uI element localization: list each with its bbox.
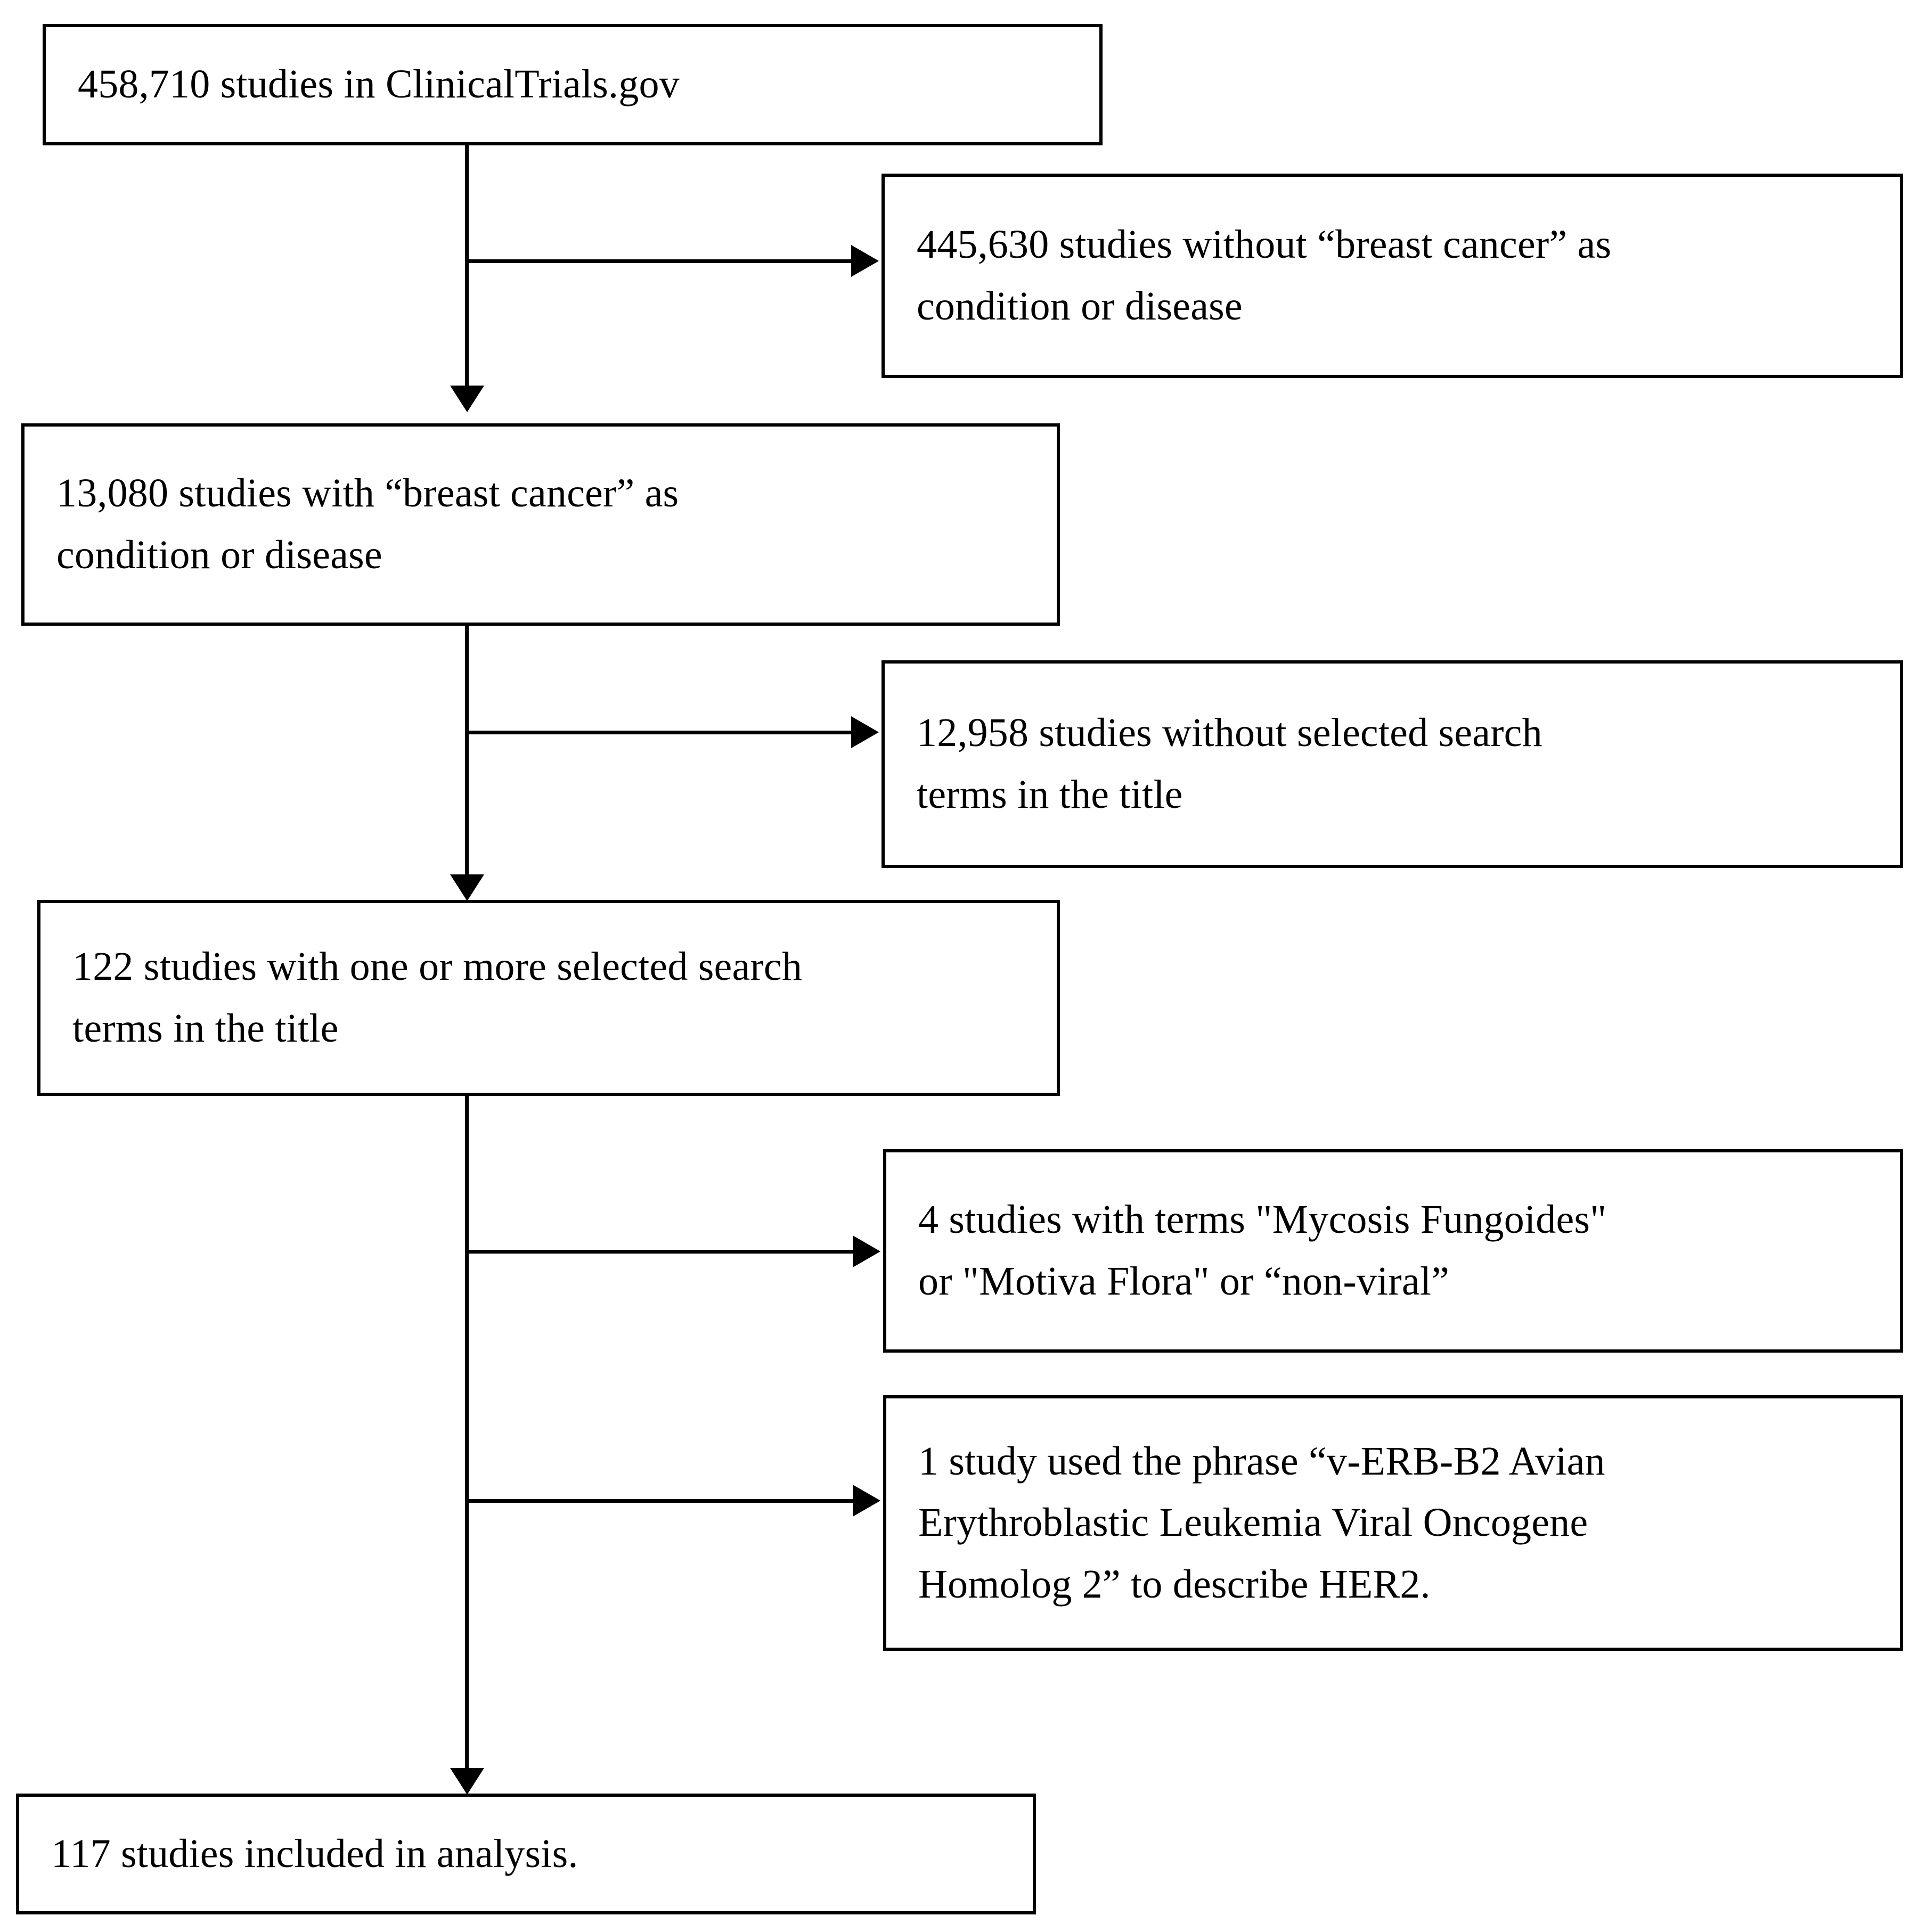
node-total-studies-line-1: 458,710 studies in ClinicalTrials.gov (78, 62, 680, 107)
node-with-search-terms-line-1: 122 studies with one or more selected se… (72, 944, 803, 989)
node-excluded-no-breast-cancer: 445,630 studies without “breast cancer” … (882, 174, 1903, 378)
connector-n5-to-n6-line (465, 1250, 853, 1254)
node-excluded-other-terms-line-2: or "Motiva Flora" or “non-viral” (918, 1259, 1450, 1304)
node-excluded-other-terms: 4 studies with terms "Mycosis Fungoides"… (883, 1149, 1903, 1353)
node-excluded-no-search-terms-line-1: 12,958 studies without selected search (917, 710, 1542, 756)
node-excluded-her2-phrase-line-1: 1 study used the phrase “v-ERB-B2 Avian (918, 1438, 1605, 1484)
connector-n5-spine (465, 1096, 469, 1768)
node-with-breast-cancer-line-2: condition or disease (56, 533, 382, 577)
node-excluded-no-search-terms: 12,958 studies without selected search t… (882, 660, 1903, 868)
arrowhead-to-n5-icon (450, 874, 484, 901)
node-included-in-analysis: 117 studies included in analysis. (16, 1794, 1036, 1914)
node-excluded-no-breast-cancer-line-2: condition or disease (917, 284, 1243, 329)
arrowhead-to-n8-icon (450, 1768, 484, 1795)
node-excluded-her2-phrase-line-2: Erythroblastic Leukemia Viral Oncogene (918, 1500, 1588, 1545)
node-with-breast-cancer: 13,080 studies with “breast cancer” as c… (21, 423, 1060, 626)
node-total-studies: 458,710 studies in ClinicalTrials.gov (43, 24, 1103, 145)
connector-n3-to-n4-line (465, 731, 851, 734)
node-with-search-terms-line-2: terms in the title (72, 1006, 339, 1051)
arrowhead-to-n6-icon (853, 1235, 880, 1267)
node-with-breast-cancer-line-1: 13,080 studies with “breast cancer” as (56, 471, 679, 516)
connector-n3-spine (465, 626, 469, 874)
node-excluded-her2-phrase-line-3: Homolog 2” to describe HER2. (918, 1561, 1431, 1607)
arrowhead-to-n4-icon (851, 716, 879, 748)
arrowhead-to-n3-icon (450, 386, 484, 412)
arrowhead-to-n7-icon (853, 1485, 880, 1517)
node-excluded-other-terms-line-1: 4 studies with terms "Mycosis Fungoides" (918, 1197, 1607, 1242)
connector-n1-spine (465, 145, 469, 386)
connector-n5-to-n7-line (465, 1499, 853, 1503)
node-excluded-no-search-terms-line-2: terms in the title (917, 772, 1183, 817)
node-excluded-her2-phrase: 1 study used the phrase “v-ERB-B2 Avian … (883, 1395, 1903, 1651)
node-with-search-terms: 122 studies with one or more selected se… (37, 900, 1060, 1096)
connector-n1-to-n2-line (465, 259, 851, 263)
node-excluded-no-breast-cancer-line-1: 445,630 studies without “breast cancer” … (917, 222, 1612, 267)
node-included-in-analysis-line-1: 117 studies included in analysis. (51, 1831, 578, 1876)
arrowhead-to-n2-icon (851, 245, 879, 277)
